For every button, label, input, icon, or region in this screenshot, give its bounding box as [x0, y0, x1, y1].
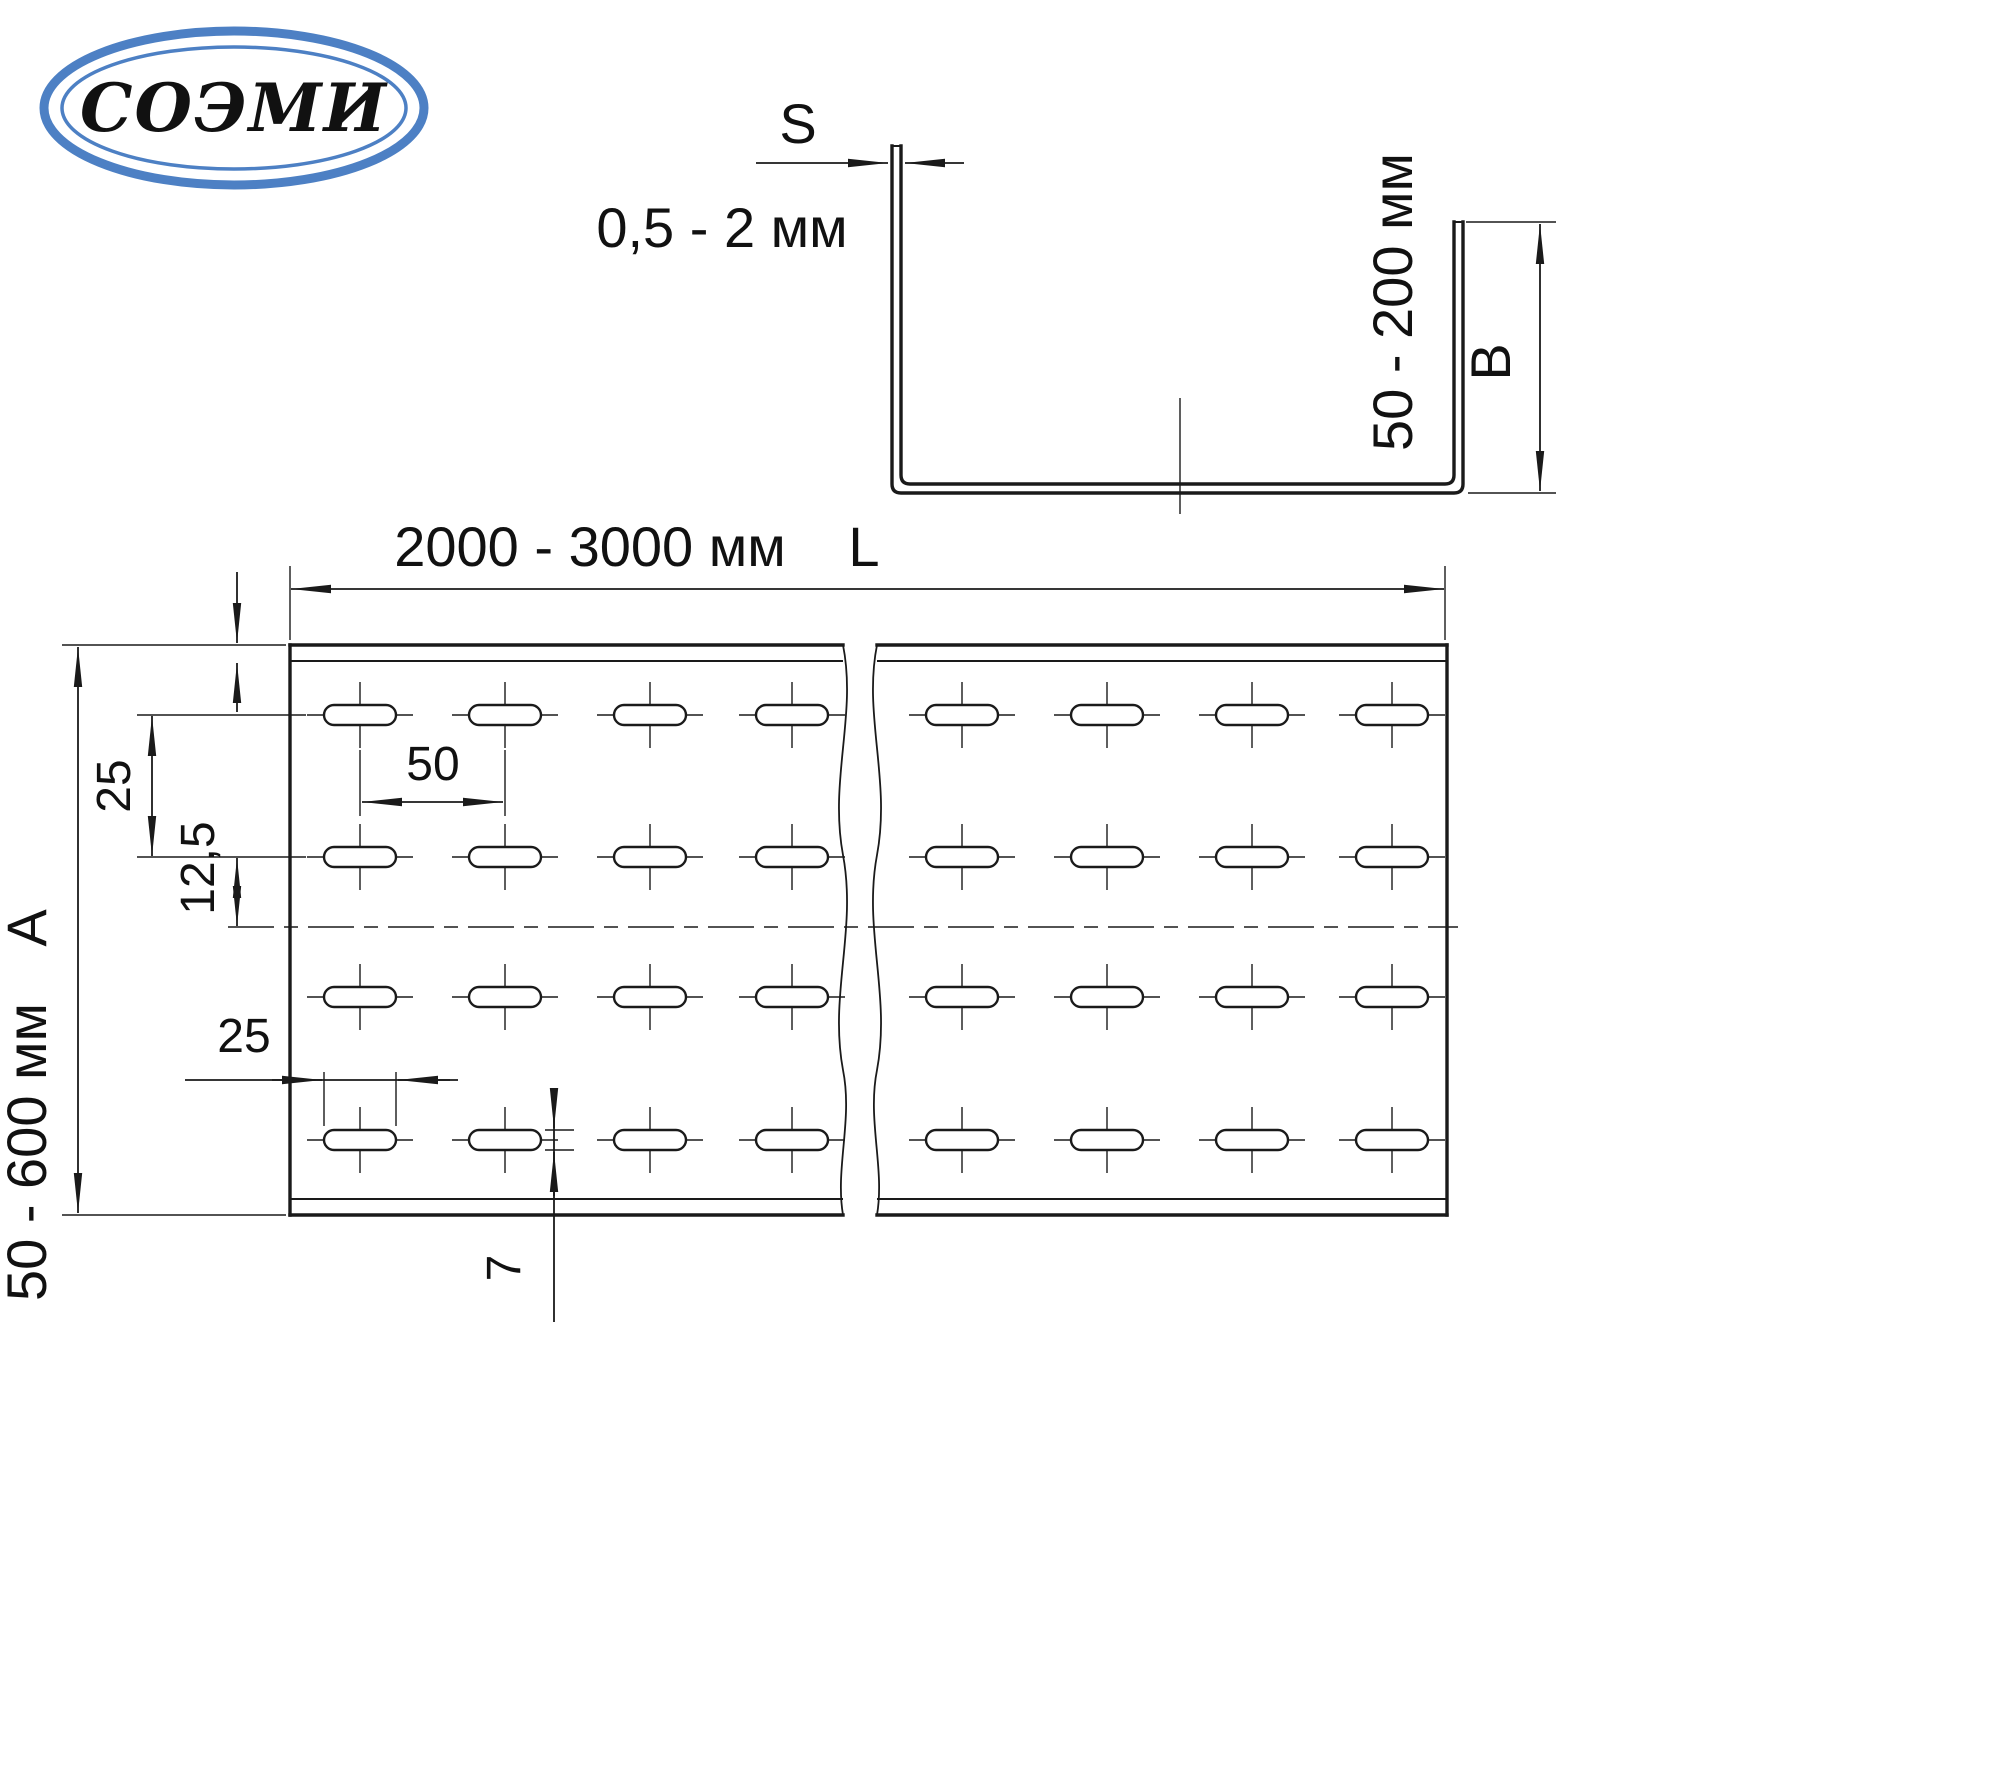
height-symbol-label: B — [1459, 343, 1522, 380]
perforation-slot — [307, 682, 413, 748]
width-range-label: 50 - 600 мм — [0, 1003, 58, 1301]
perforation-slot — [307, 964, 413, 1030]
perforation-slot — [1199, 964, 1305, 1030]
perforation-slot — [452, 964, 558, 1030]
logo-text: СОЭМИ — [80, 69, 389, 147]
perforation-slot — [739, 964, 845, 1030]
thickness-symbol-label: S — [779, 92, 816, 155]
hole-length-label: 25 — [217, 1010, 270, 1063]
perforation-slot — [597, 682, 703, 748]
logo-ellipse-outer — [39, 26, 429, 190]
section-view: S 0,5 - 2 мм 50 - 200 мм B — [596, 92, 1556, 514]
perforation-slot — [909, 964, 1015, 1030]
thickness-range-label: 0,5 - 2 мм — [596, 196, 847, 259]
row-pitch-label: 25 — [88, 759, 141, 812]
perforation-slot — [307, 1107, 413, 1173]
perforation-slot — [739, 824, 845, 890]
perforation-slot — [1339, 682, 1445, 748]
perforation-grid — [307, 682, 1445, 1173]
perforation-slot — [307, 824, 413, 890]
perforation-slot — [1199, 824, 1305, 890]
perforation-slot — [1054, 682, 1160, 748]
length-range-label: 2000 - 3000 мм — [394, 515, 785, 578]
perforation-slot — [1339, 964, 1445, 1030]
perforation-slot — [1054, 824, 1160, 890]
row-half-pitch-label: 12,5 — [172, 821, 225, 914]
perforation-slot — [597, 1107, 703, 1173]
height-range-label: 50 - 200 мм — [1361, 153, 1424, 451]
break-line-left — [838, 644, 848, 1216]
perforation-slot — [1339, 824, 1445, 890]
perforation-slot — [452, 1107, 558, 1173]
perforation-slot — [909, 824, 1015, 890]
channel-outer-profile — [890, 144, 1465, 495]
logo-ellipse-inner — [60, 45, 408, 171]
length-symbol-label: L — [848, 515, 879, 578]
perforation-slot — [1054, 1107, 1160, 1173]
plan-view: 2000 - 3000 мм L A 50 - 600 мм 25 — [0, 515, 1458, 1322]
perforation-slot — [452, 682, 558, 748]
perforation-slot — [1339, 1107, 1445, 1173]
break-line-right — [872, 644, 882, 1216]
logo: СОЭМИ — [39, 26, 429, 190]
perforation-slot — [1054, 964, 1160, 1030]
perforation-slot — [452, 824, 558, 890]
perforation-slot — [597, 964, 703, 1030]
perforation-slot — [597, 824, 703, 890]
column-pitch-label: 50 — [406, 738, 459, 791]
perforation-slot — [739, 682, 845, 748]
perforation-slot — [739, 1107, 845, 1173]
perforation-slot — [909, 682, 1015, 748]
perforation-slot — [1199, 1107, 1305, 1173]
channel-inner-profile — [899, 144, 1456, 486]
perforation-slot — [1199, 682, 1305, 748]
width-symbol-label: A — [0, 909, 58, 947]
perforation-slot — [909, 1107, 1015, 1173]
hole-width-label: 7 — [478, 1255, 531, 1282]
